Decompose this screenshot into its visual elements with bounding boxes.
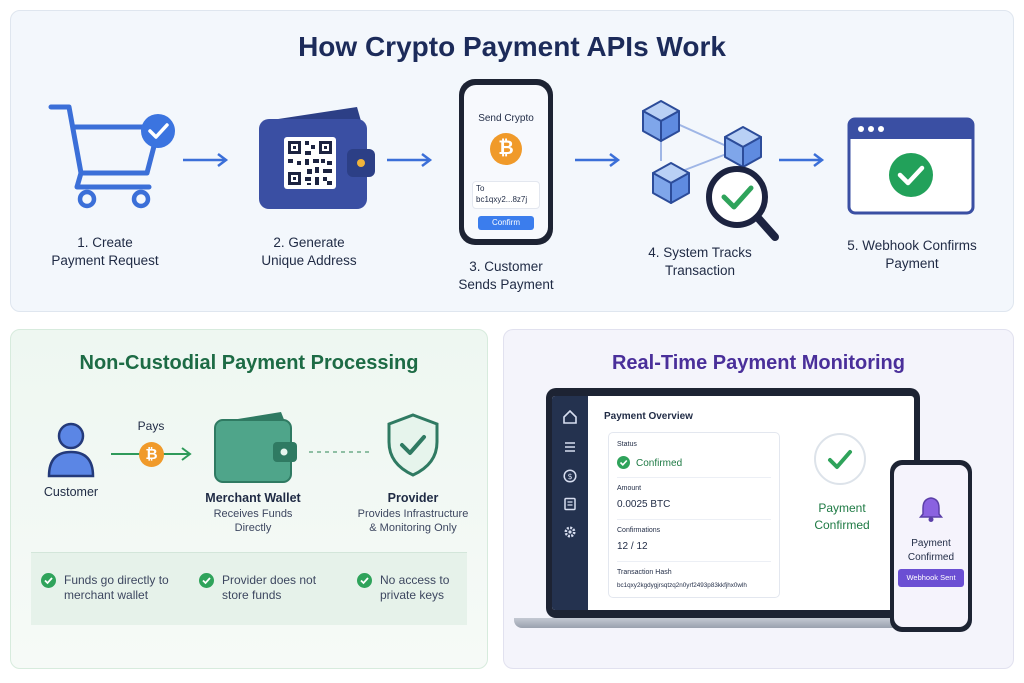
laptop-base <box>514 618 950 628</box>
check-1-line1: Funds go directly to <box>64 573 169 587</box>
status-label: Status <box>617 441 637 448</box>
merchant-wallet-title: Merchant Wallet <box>205 491 301 505</box>
step-1-line1: 1. Create <box>77 235 133 250</box>
amount-label: Amount <box>617 485 642 492</box>
bitcoin-icon: ₿ <box>139 442 164 467</box>
confirmations-value: 12 / 12 <box>617 541 648 552</box>
check-icon <box>199 573 214 588</box>
check-icon <box>41 573 56 588</box>
step-3-line2: Sends Payment <box>458 277 554 292</box>
monitoring-panel: Real-Time Payment Monitoring $ Payment O… <box>503 329 1014 669</box>
phone-header: Send Crypto <box>478 113 534 124</box>
check-3-line1: No access to <box>380 573 450 587</box>
status-value: Confirmed <box>636 458 683 469</box>
home-icon[interactable] <box>563 410 577 424</box>
confirmed-check-icon <box>814 433 866 485</box>
webhook-sent-button[interactable]: Webhook Sent <box>898 569 964 587</box>
provider-title: Provider <box>387 491 439 505</box>
payment-details-card: Status Confirmed Amount 0.0025 BTC Confi… <box>608 432 780 598</box>
monitoring-title: Real-Time Payment Monitoring <box>611 352 905 374</box>
step-1-line2: Payment Request <box>51 253 159 268</box>
status-check-icon <box>617 456 630 469</box>
phone-line1: Payment <box>911 538 951 549</box>
hash-value: bc1qxy2kgdygjrsqtzq2n0yrf2493p83kkfjhx0w… <box>617 582 747 589</box>
step-2-line1: 2. Generate <box>273 235 345 250</box>
overview-title: Payment Overview <box>604 411 693 422</box>
address-box: To bc1qxy2...8z7j <box>472 181 540 209</box>
non-custodial-title: Non-Custodial Payment Processing <box>79 352 419 374</box>
step-5-line1: 5. Webhook Confirms <box>847 238 977 253</box>
provider-sub2: & Monitoring Only <box>369 522 457 534</box>
step-2-line2: Unique Address <box>261 253 357 268</box>
step-5-line2: Payment <box>885 256 939 271</box>
shopping-cart-check-icon <box>48 104 175 209</box>
bitcoin-icon: ₿ <box>490 133 522 165</box>
merchant-wallet-sub1: Receives Funds <box>213 508 293 520</box>
check-1-line2: merchant wallet <box>64 588 149 602</box>
confirm-button[interactable]: Confirm <box>478 216 534 230</box>
check-3-line2: private keys <box>380 588 445 602</box>
workflow-title: How Crypto Payment APIs Work <box>298 31 726 62</box>
check-icon <box>357 573 372 588</box>
arrow-right-icon <box>779 153 825 167</box>
dollar-icon[interactable]: $ <box>563 469 577 483</box>
pays-label: Pays <box>137 419 165 433</box>
arrow-right-icon <box>183 153 229 167</box>
provider-sub1: Provides Infrastructure <box>357 508 469 520</box>
check-2-line2: store funds <box>222 588 282 602</box>
step-4-line2: Transaction <box>664 263 736 278</box>
list-icon[interactable] <box>563 440 577 454</box>
phone-send-icon: Send Crypto ₿ To bc1qxy2...8z7j Confirm <box>459 79 553 245</box>
checks-strip <box>31 552 467 625</box>
step-3-line1: 3. Customer <box>469 259 543 274</box>
settings-icon[interactable] <box>563 525 577 539</box>
browser-check-icon <box>847 117 975 215</box>
document-icon[interactable] <box>563 497 577 511</box>
amount-value: 0.0025 BTC <box>617 499 671 510</box>
confirmed-line2: Confirmed <box>814 518 870 532</box>
laptop-screen: $ Payment Overview Status Confirmed Amou… <box>546 388 920 618</box>
merchant-wallet-icon <box>214 412 297 483</box>
workflow-panel: How Crypto Payment APIs Work 1. Create P… <box>10 10 1014 312</box>
merchant-wallet-sub2: Directly <box>234 522 272 534</box>
phone-line2: Confirmed <box>907 552 955 563</box>
phone-notification: Payment Confirmed Webhook Sent <box>890 460 972 632</box>
confirmations-label: Confirmations <box>617 527 661 534</box>
confirmed-line1: Payment <box>818 501 866 515</box>
address-value: bc1qxy2...8z7j <box>476 195 528 204</box>
dashed-connector <box>309 451 369 453</box>
svg-text:$: $ <box>567 472 572 481</box>
arrow-right-icon <box>575 153 621 167</box>
bell-icon <box>919 497 943 522</box>
hash-label: Transaction Hash <box>617 569 672 576</box>
wallet-qr-icon <box>259 107 375 209</box>
check-2-line1: Provider does not <box>222 573 317 587</box>
arrow-right-icon <box>387 153 433 167</box>
dashboard-sidebar: $ <box>552 396 588 610</box>
user-icon <box>47 422 95 478</box>
non-custodial-panel: Non-Custodial Payment Processing Custome… <box>10 329 488 669</box>
step-4-line1: 4. System Tracks <box>648 245 752 260</box>
to-label: To <box>476 184 485 193</box>
blockchain-search-icon <box>642 100 779 241</box>
customer-label: Customer <box>43 485 99 499</box>
shield-icon <box>387 413 439 477</box>
